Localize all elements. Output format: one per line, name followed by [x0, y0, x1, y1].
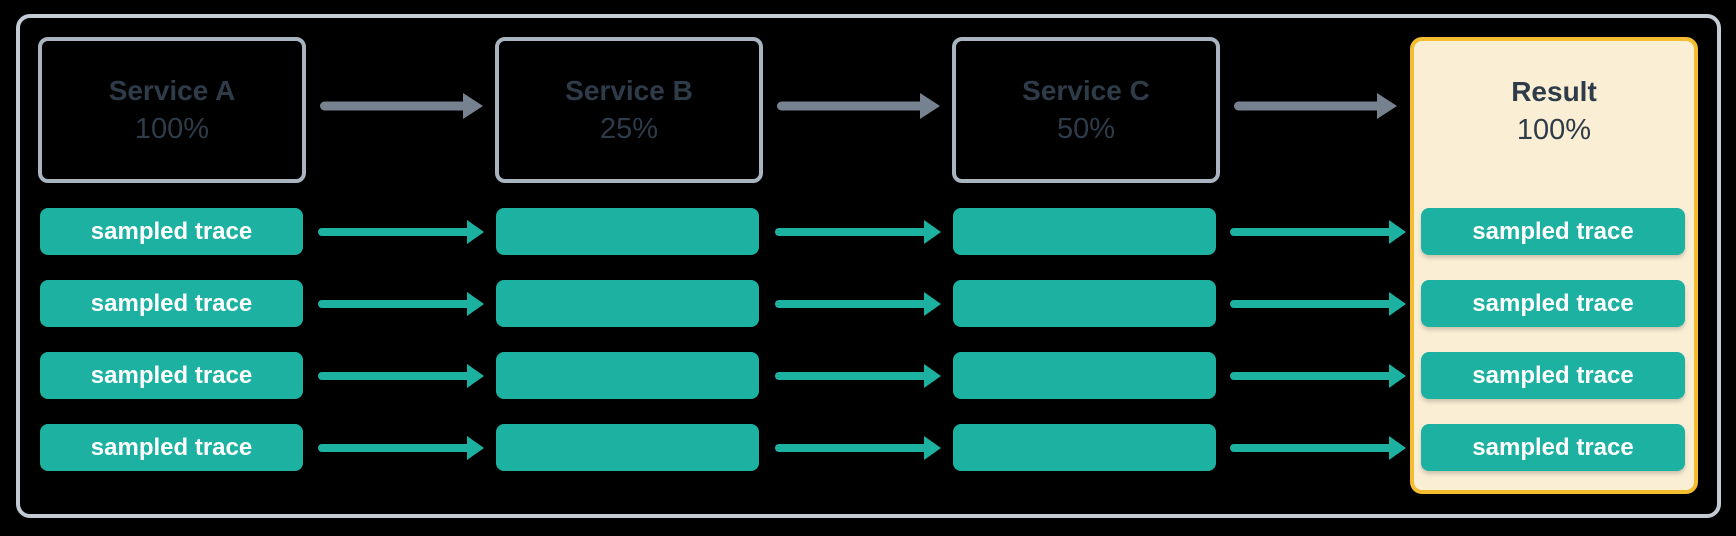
trace-arrow-bc-row4 — [775, 435, 941, 461]
result-percent: 100% — [1516, 113, 1592, 146]
sampled-trace-result-row4: sampled trace — [1421, 424, 1685, 471]
trace-arrow-cr-row3 — [1230, 363, 1406, 389]
trace-box-c-row2 — [953, 280, 1216, 327]
node-result: Result 100% — [1410, 37, 1698, 494]
node-service-c: Service C 50% — [952, 37, 1220, 183]
result-label: Result — [1511, 75, 1597, 107]
service-b-label: Service B — [565, 74, 693, 106]
sampled-trace-a-row4: sampled trace — [40, 424, 303, 471]
trace-arrow-bc-row2 — [775, 291, 941, 317]
arrow-service-c-to-result — [1234, 93, 1397, 119]
arrow-service-b-to-c — [777, 93, 940, 119]
trace-arrow-bc-row3 — [775, 363, 941, 389]
trace-arrow-ab-row1 — [318, 219, 484, 245]
service-c-percent: 50% — [1056, 112, 1116, 145]
sampled-trace-a-row1: sampled trace — [40, 208, 303, 255]
sampled-trace-result-row1: sampled trace — [1421, 208, 1685, 255]
trace-arrow-ab-row2 — [318, 291, 484, 317]
trace-box-b-row3 — [496, 352, 759, 399]
sampled-trace-a-row3: sampled trace — [40, 352, 303, 399]
trace-box-c-row3 — [953, 352, 1216, 399]
trace-arrow-ab-row4 — [318, 435, 484, 461]
trace-arrow-cr-row4 — [1230, 435, 1406, 461]
trace-arrow-bc-row1 — [775, 219, 941, 245]
sampled-trace-a-row2: sampled trace — [40, 280, 303, 327]
arrow-service-a-to-b — [320, 93, 483, 119]
trace-box-b-row1 — [496, 208, 759, 255]
result-header: Result 100% — [1414, 41, 1694, 181]
service-b-percent: 25% — [599, 112, 659, 145]
trace-box-c-row1 — [953, 208, 1216, 255]
sampled-trace-result-row3: sampled trace — [1421, 352, 1685, 399]
trace-arrow-ab-row3 — [318, 363, 484, 389]
sampled-trace-result-row2: sampled trace — [1421, 280, 1685, 327]
trace-arrow-cr-row2 — [1230, 291, 1406, 317]
node-service-b: Service B 25% — [495, 37, 763, 183]
service-a-percent: 100% — [134, 112, 210, 145]
trace-box-c-row4 — [953, 424, 1216, 471]
node-service-a: Service A 100% — [38, 37, 306, 183]
trace-box-b-row2 — [496, 280, 759, 327]
service-c-label: Service C — [1022, 74, 1150, 106]
trace-arrow-cr-row1 — [1230, 219, 1406, 245]
diagram-frame — [16, 14, 1721, 518]
trace-box-b-row4 — [496, 424, 759, 471]
service-a-label: Service A — [108, 74, 236, 106]
